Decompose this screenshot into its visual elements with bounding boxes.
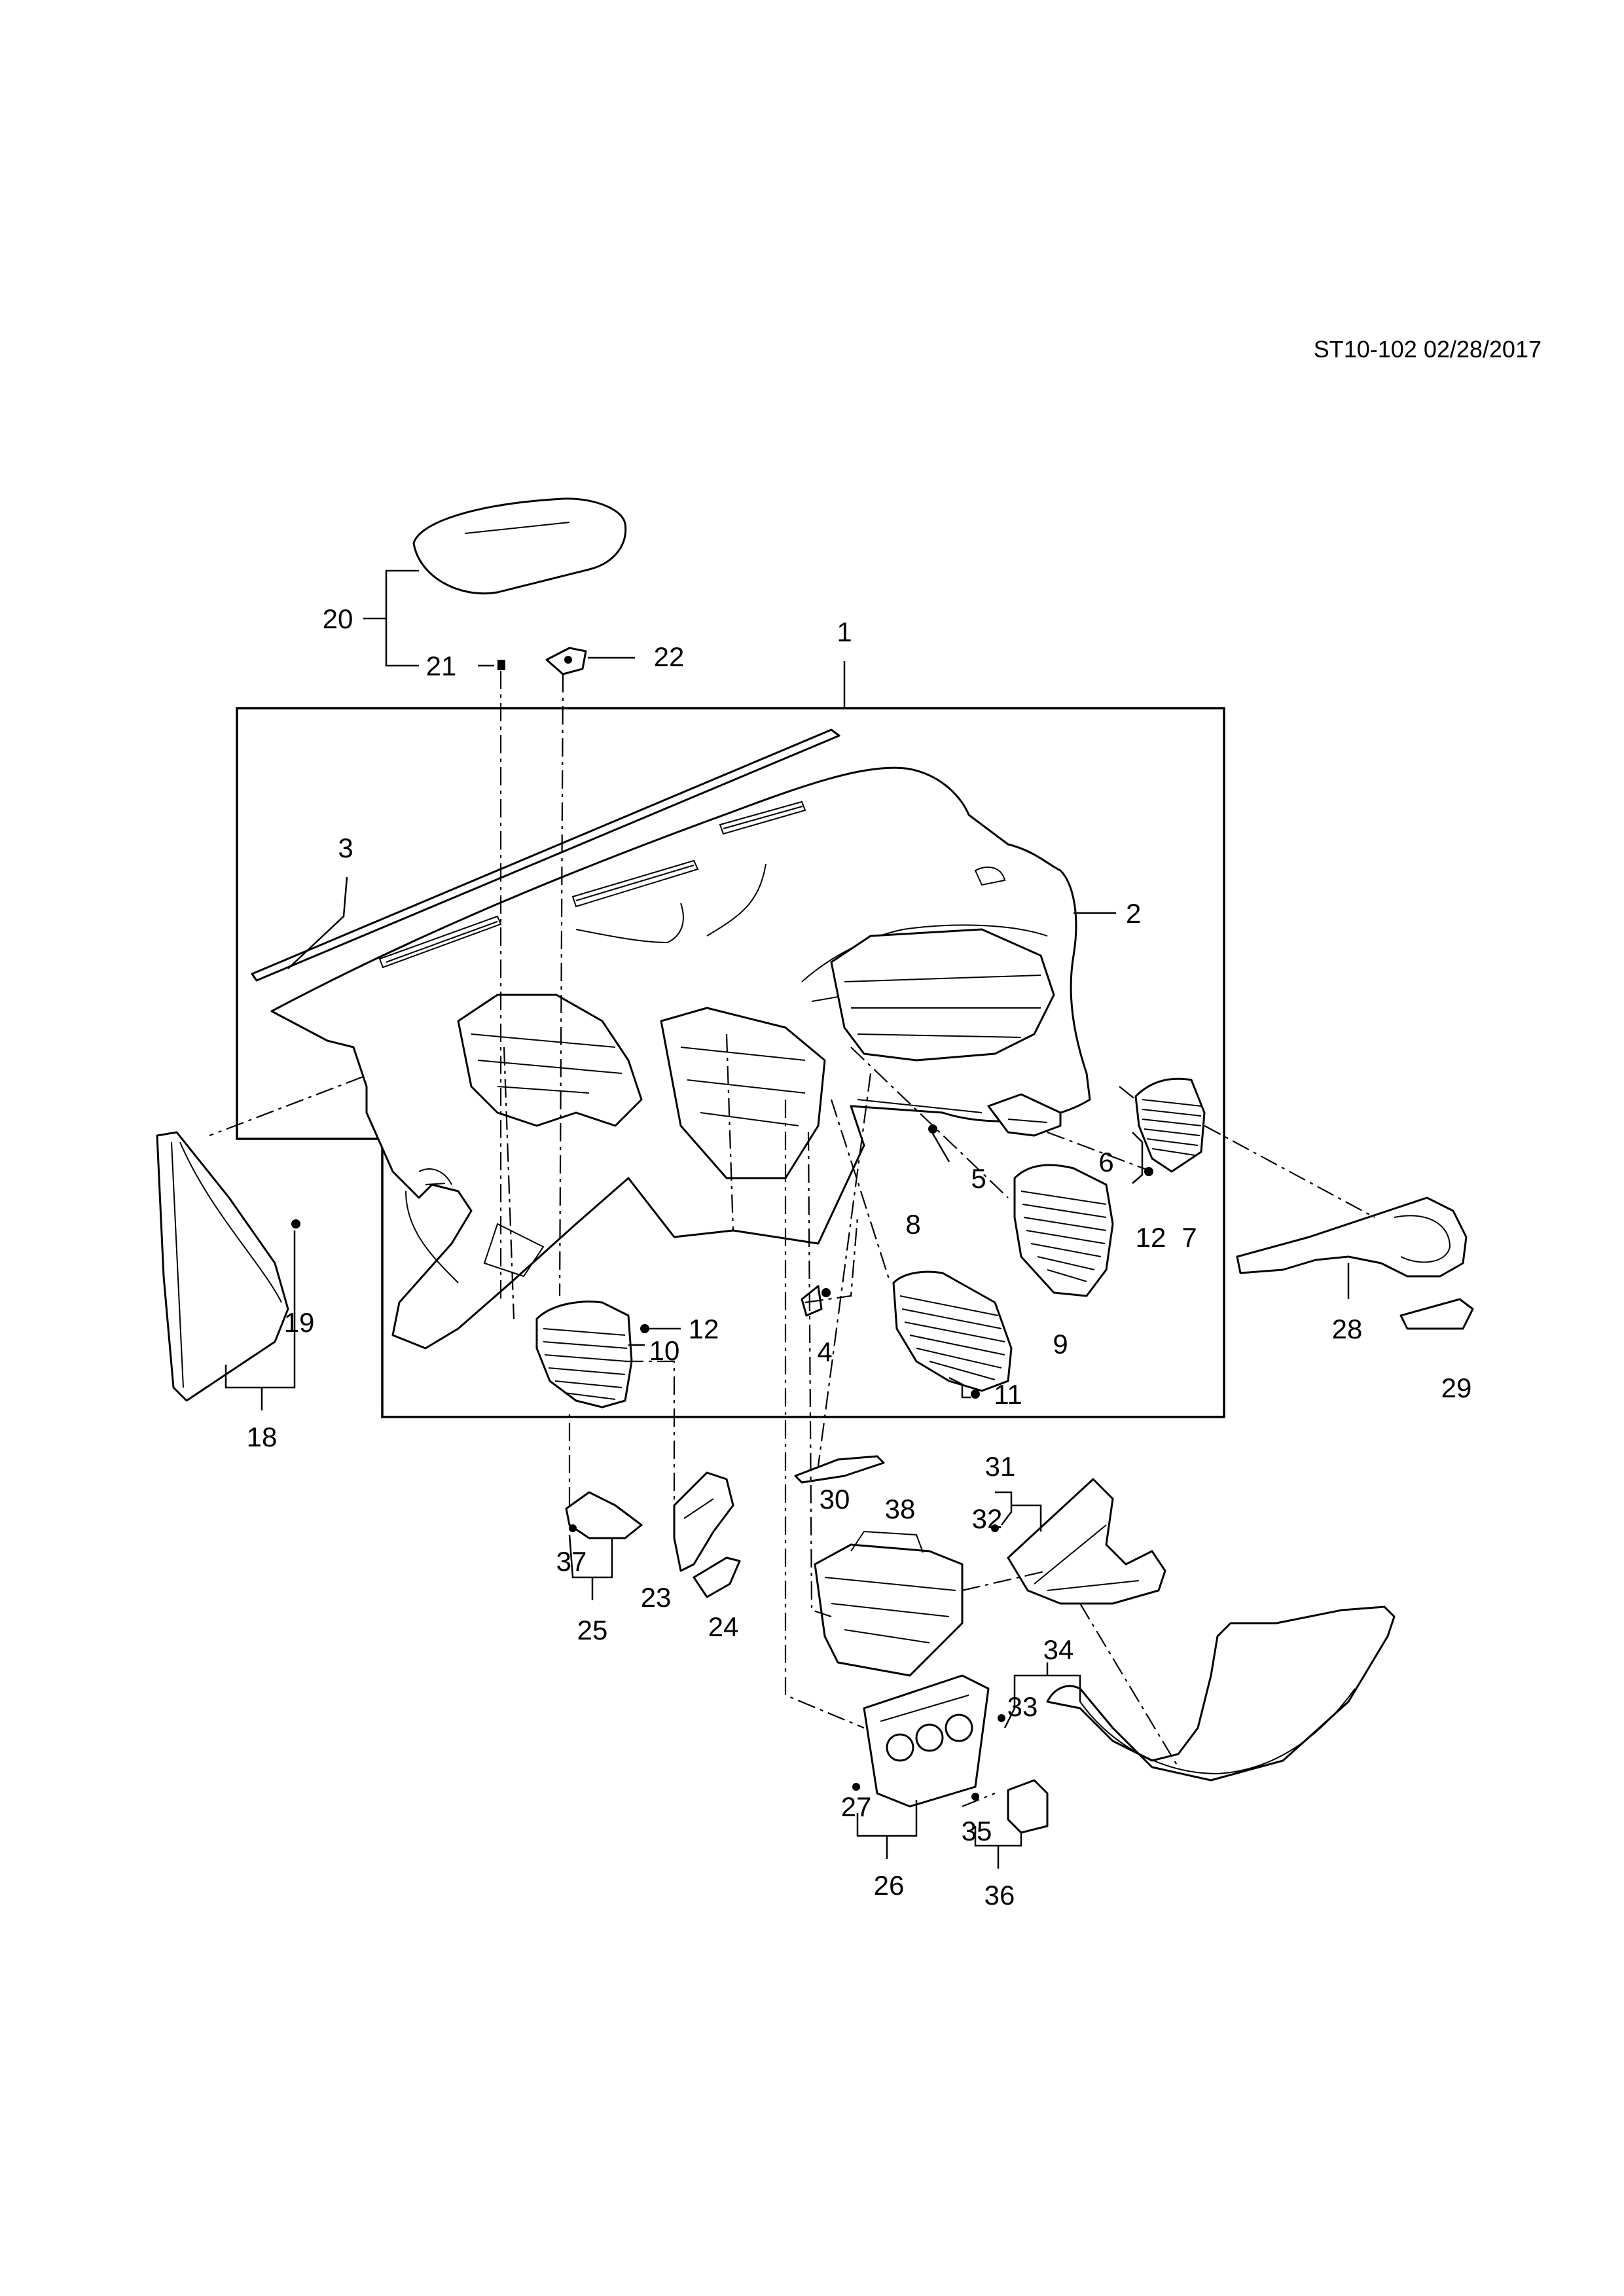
leader-18-19 bbox=[225, 1230, 296, 1389]
callout-19: 19 bbox=[284, 1307, 315, 1338]
part-19-fastener bbox=[291, 1219, 300, 1229]
callout-10: 10 bbox=[649, 1335, 680, 1366]
part-31-center-bezel bbox=[1007, 1478, 1166, 1605]
part-26-climate-control-panel bbox=[863, 1674, 990, 1808]
part-6-bracket bbox=[987, 1093, 1062, 1137]
part-32-fastener bbox=[991, 1524, 999, 1532]
callout-38: 38 bbox=[885, 1494, 916, 1524]
callout-34: 34 bbox=[1043, 1634, 1074, 1665]
callout-12-left: 12 bbox=[689, 1314, 719, 1344]
callout-9: 9 bbox=[1053, 1329, 1068, 1359]
part-21-clip bbox=[497, 660, 505, 670]
callout-25: 25 bbox=[577, 1615, 608, 1645]
part-28-right-trim bbox=[1236, 1196, 1468, 1278]
callout-3: 3 bbox=[338, 833, 353, 863]
part-37-fastener bbox=[569, 1524, 577, 1532]
callout-30: 30 bbox=[820, 1484, 850, 1515]
callout-29: 29 bbox=[1441, 1372, 1472, 1403]
part-8-center-left-vent bbox=[892, 1270, 1013, 1392]
part-38-center-bracket bbox=[814, 1530, 964, 1677]
part-24-bezel-insert bbox=[693, 1556, 741, 1598]
callout-20: 20 bbox=[323, 603, 353, 634]
part-9-center-right-vent bbox=[1013, 1164, 1114, 1297]
part-25-lower-trim bbox=[565, 1491, 643, 1539]
callout-11: 11 bbox=[994, 1379, 1022, 1410]
assembly-frame bbox=[236, 707, 1225, 1418]
callout-27: 27 bbox=[841, 1791, 872, 1822]
part-33-fastener bbox=[998, 1714, 1005, 1722]
callout-26: 26 bbox=[874, 1870, 905, 1901]
part-27-fastener bbox=[852, 1783, 860, 1791]
part-23-switch-bezel bbox=[673, 1471, 734, 1572]
leader-31-32 bbox=[995, 1491, 1042, 1532]
part-4-fastener bbox=[821, 1288, 831, 1297]
part-11-fastener bbox=[971, 1390, 980, 1399]
part-7-right-air-vent bbox=[1134, 1077, 1206, 1173]
callout-36: 36 bbox=[984, 1880, 1015, 1910]
callout-28: 28 bbox=[1332, 1314, 1363, 1344]
part-10-left-air-vent bbox=[535, 1300, 633, 1408]
part-18-end-cap-left bbox=[156, 1131, 289, 1402]
callout-6: 6 bbox=[1098, 1147, 1113, 1177]
part-22-bracket bbox=[545, 647, 587, 675]
callout-8: 8 bbox=[905, 1209, 920, 1240]
callout-labels: 1 2 3 4 5 6 7 8 9 10 11 12 12 18 19 20 2… bbox=[247, 603, 1472, 1910]
callout-32: 32 bbox=[972, 1503, 1003, 1534]
leader-20-21 bbox=[385, 569, 419, 667]
callout-33: 33 bbox=[1007, 1691, 1038, 1722]
part-2-instrument-panel bbox=[270, 766, 1091, 1350]
part-36-console-cap bbox=[1007, 1779, 1049, 1834]
callout-7: 7 bbox=[1182, 1222, 1197, 1253]
callout-1: 1 bbox=[837, 617, 852, 647]
part-30-trim-strip bbox=[794, 1455, 885, 1484]
diagram-reference-code: ST10-102 02/28/2017 bbox=[1314, 336, 1542, 363]
alignment-lines bbox=[209, 671, 1375, 1808]
callout-35: 35 bbox=[962, 1816, 992, 1846]
part-34-console-trim bbox=[1046, 1605, 1396, 1782]
part-12-fastener-left bbox=[640, 1324, 649, 1333]
callout-37: 37 bbox=[556, 1546, 587, 1577]
callout-18: 18 bbox=[247, 1422, 278, 1452]
leader-3 bbox=[287, 876, 348, 969]
callout-21: 21 bbox=[426, 651, 457, 681]
part-5-fastener bbox=[928, 1124, 937, 1134]
leader-33-34 bbox=[1003, 1674, 1081, 1729]
part-3-defroster-strip bbox=[251, 728, 840, 982]
callout-22: 22 bbox=[654, 641, 685, 672]
part-20-instrument-cover bbox=[412, 497, 627, 595]
callout-23: 23 bbox=[641, 1582, 672, 1613]
callout-5: 5 bbox=[971, 1163, 986, 1194]
callout-12-right: 12 bbox=[1136, 1222, 1166, 1253]
part-29-right-trim-piece bbox=[1399, 1298, 1474, 1330]
callout-4: 4 bbox=[817, 1336, 832, 1367]
callout-2: 2 bbox=[1126, 898, 1141, 929]
part-35-fastener bbox=[971, 1793, 979, 1801]
callout-24: 24 bbox=[708, 1611, 739, 1642]
callout-31: 31 bbox=[985, 1451, 1016, 1482]
